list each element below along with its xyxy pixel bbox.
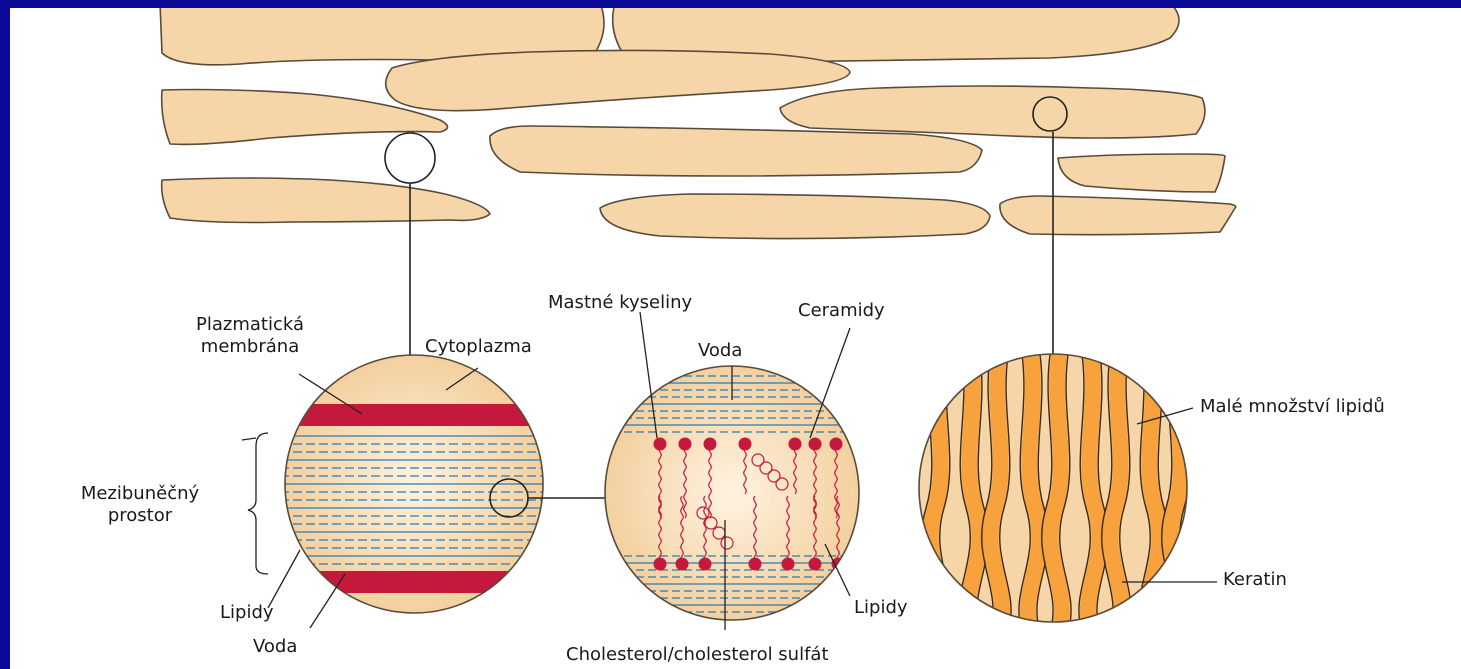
right-magnified-circle bbox=[919, 348, 1191, 628]
keratin-fiber bbox=[1148, 348, 1159, 628]
magnifier-circle-left bbox=[385, 133, 435, 183]
lipid-head bbox=[830, 438, 843, 451]
corneocyte bbox=[600, 194, 990, 239]
keratin-fiber bbox=[1088, 348, 1099, 628]
corneocyte bbox=[780, 86, 1205, 138]
corneocyte bbox=[490, 126, 982, 176]
label-fatty-acids: Mastné kyseliny bbox=[548, 292, 692, 314]
keratin-fiber bbox=[991, 348, 1002, 628]
lipid-head bbox=[654, 438, 667, 451]
label-ceramides: Ceramidy bbox=[798, 300, 885, 322]
plasma-membrane-band bbox=[270, 571, 560, 593]
label-plasma-membrane: Plazmatická membrána bbox=[190, 314, 310, 358]
lipid-head bbox=[739, 438, 752, 451]
lipid-head bbox=[809, 558, 822, 571]
lipid-head bbox=[699, 558, 712, 571]
label-lipids-left: Lipidy bbox=[220, 602, 274, 624]
label-water-center: Voda bbox=[698, 340, 742, 362]
label-small-lipids: Malé množství lipidů bbox=[1200, 396, 1385, 418]
slide: Plazmatická membrána Cytoplazma Mezibuně… bbox=[10, 8, 1461, 669]
label-plasma-membrane-line1: Plazmatická bbox=[190, 314, 310, 336]
keratin-fiber bbox=[931, 348, 942, 628]
plasma-membrane-band bbox=[270, 404, 560, 426]
label-water-left: Voda bbox=[253, 636, 297, 658]
lipid-head bbox=[654, 558, 667, 571]
lipid-head bbox=[789, 438, 802, 451]
label-cholesterol: Cholesterol/cholesterol sulfát bbox=[566, 644, 829, 666]
keratin-fiber bbox=[1171, 348, 1182, 628]
corneocyte-layers bbox=[160, 8, 1236, 239]
label-keratin: Keratin bbox=[1223, 569, 1287, 591]
label-intercellular-line1: Mezibuněčný bbox=[50, 483, 230, 505]
label-intercellular-space: Mezibuněčný prostor bbox=[50, 483, 230, 527]
center-magnified-circle bbox=[600, 366, 870, 620]
label-plasma-membrane-line2: membrána bbox=[190, 336, 310, 358]
keratin-fiber bbox=[1111, 348, 1122, 628]
corneocyte bbox=[1000, 196, 1236, 235]
lipid-head bbox=[676, 558, 689, 571]
left-magnified-circle bbox=[270, 355, 606, 613]
keratin-fiber bbox=[1051, 348, 1062, 628]
corneocyte bbox=[162, 178, 490, 223]
keratin-fiber bbox=[968, 348, 979, 628]
keratin-fiber bbox=[1028, 348, 1039, 628]
label-intercellular-line2: prostor bbox=[50, 505, 230, 527]
lipid-head bbox=[679, 438, 692, 451]
label-lipids-center: Lipidy bbox=[854, 597, 908, 619]
lipid-head bbox=[809, 438, 822, 451]
lipid-head bbox=[704, 438, 717, 451]
corneocyte bbox=[386, 50, 850, 110]
corneocyte bbox=[1058, 154, 1225, 192]
lipid-head bbox=[749, 558, 762, 571]
lipid-head bbox=[782, 558, 795, 571]
label-cytoplasm: Cytoplazma bbox=[425, 336, 532, 358]
